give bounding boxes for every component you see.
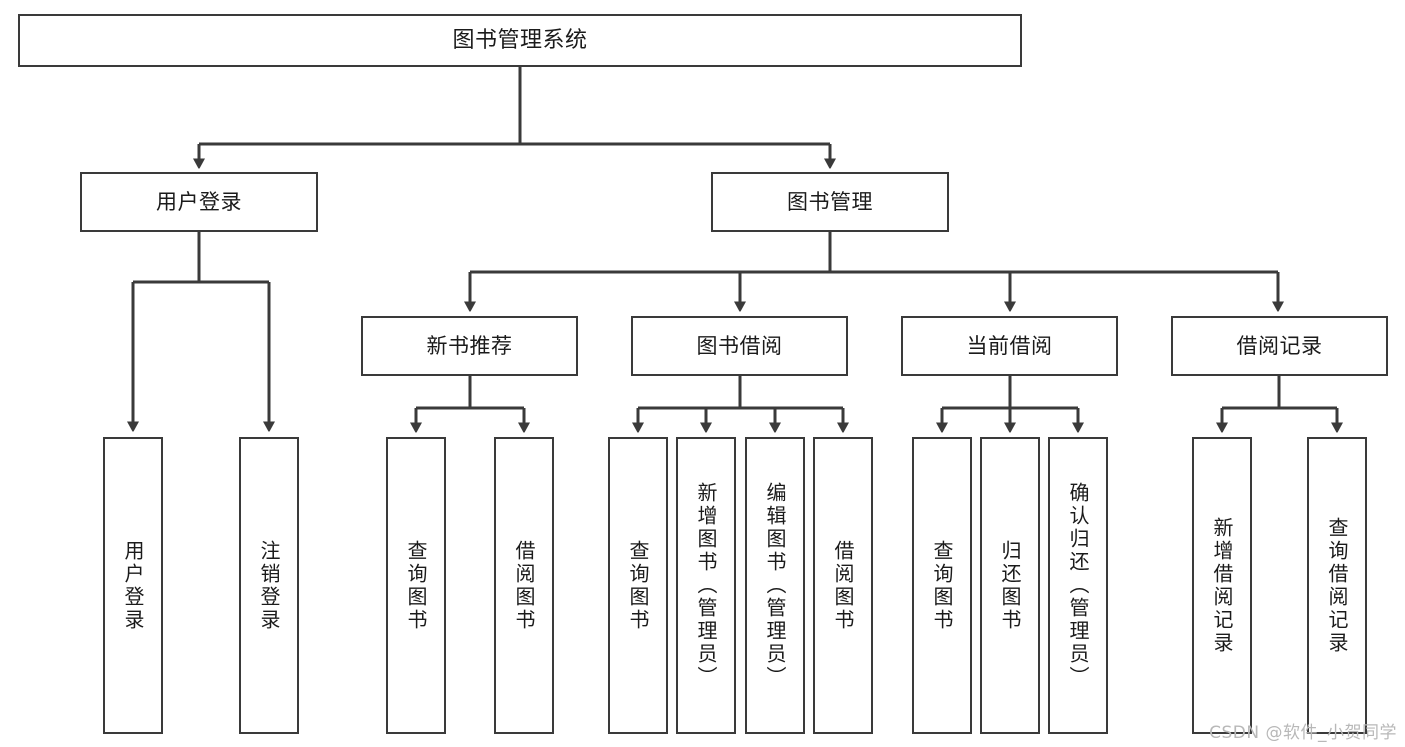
node-book-borrow-label: 图书借阅	[696, 333, 783, 358]
node-borrow-record[interactable]: 借阅记录	[1171, 316, 1388, 376]
node-leaf-borrow-book-1-label: 借阅图书	[512, 539, 536, 632]
node-leaf-user-logout-label: 注销登录	[257, 539, 281, 632]
node-leaf-user-login-label: 用户登录	[121, 539, 145, 632]
node-leaf-query-book-3-label: 查询图书	[930, 539, 954, 632]
node-leaf-borrow-book-2[interactable]: 借阅图书	[813, 437, 873, 734]
node-leaf-query-book-2[interactable]: 查询图书	[608, 437, 668, 734]
node-new-book-rec[interactable]: 新书推荐	[361, 316, 578, 376]
node-leaf-user-login[interactable]: 用户登录	[103, 437, 163, 734]
node-leaf-edit-book-label: 编辑图书（管理员）	[763, 482, 787, 689]
node-borrow-record-label: 借阅记录	[1236, 333, 1323, 358]
node-user-login[interactable]: 用户登录	[80, 172, 318, 232]
node-leaf-return-book-label: 归还图书	[998, 539, 1022, 632]
node-leaf-add-book[interactable]: 新增图书（管理员）	[676, 437, 736, 734]
node-leaf-query-record[interactable]: 查询借阅记录	[1307, 437, 1367, 734]
node-leaf-add-book-label: 新增图书（管理员）	[694, 482, 718, 689]
node-leaf-borrow-book-1[interactable]: 借阅图书	[494, 437, 554, 734]
node-book-borrow[interactable]: 图书借阅	[631, 316, 848, 376]
node-new-book-rec-label: 新书推荐	[426, 333, 513, 358]
node-leaf-query-record-label: 查询借阅记录	[1325, 516, 1349, 655]
node-leaf-confirm-return[interactable]: 确认归还（管理员）	[1048, 437, 1108, 734]
node-book-manage[interactable]: 图书管理	[711, 172, 949, 232]
node-current-borrow-label: 当前借阅	[966, 333, 1053, 358]
node-leaf-user-logout[interactable]: 注销登录	[239, 437, 299, 734]
node-leaf-query-book-3[interactable]: 查询图书	[912, 437, 972, 734]
node-user-login-label: 用户登录	[156, 189, 242, 214]
node-leaf-edit-book[interactable]: 编辑图书（管理员）	[745, 437, 805, 734]
watermark: CSDN @软件_小贺同学	[1209, 723, 1397, 743]
node-leaf-return-book[interactable]: 归还图书	[980, 437, 1040, 734]
node-leaf-add-record-label: 新增借阅记录	[1210, 516, 1234, 655]
node-leaf-query-book-1-label: 查询图书	[404, 539, 428, 632]
node-leaf-add-record[interactable]: 新增借阅记录	[1192, 437, 1252, 734]
node-current-borrow[interactable]: 当前借阅	[901, 316, 1118, 376]
node-root-label: 图书管理系统	[452, 27, 588, 53]
node-leaf-query-book-2-label: 查询图书	[626, 539, 650, 632]
node-leaf-borrow-book-2-label: 借阅图书	[831, 539, 855, 632]
node-leaf-confirm-return-label: 确认归还（管理员）	[1066, 482, 1090, 689]
node-leaf-query-book-1[interactable]: 查询图书	[386, 437, 446, 734]
node-root[interactable]: 图书管理系统	[18, 14, 1022, 67]
node-book-manage-label: 图书管理	[787, 189, 873, 214]
